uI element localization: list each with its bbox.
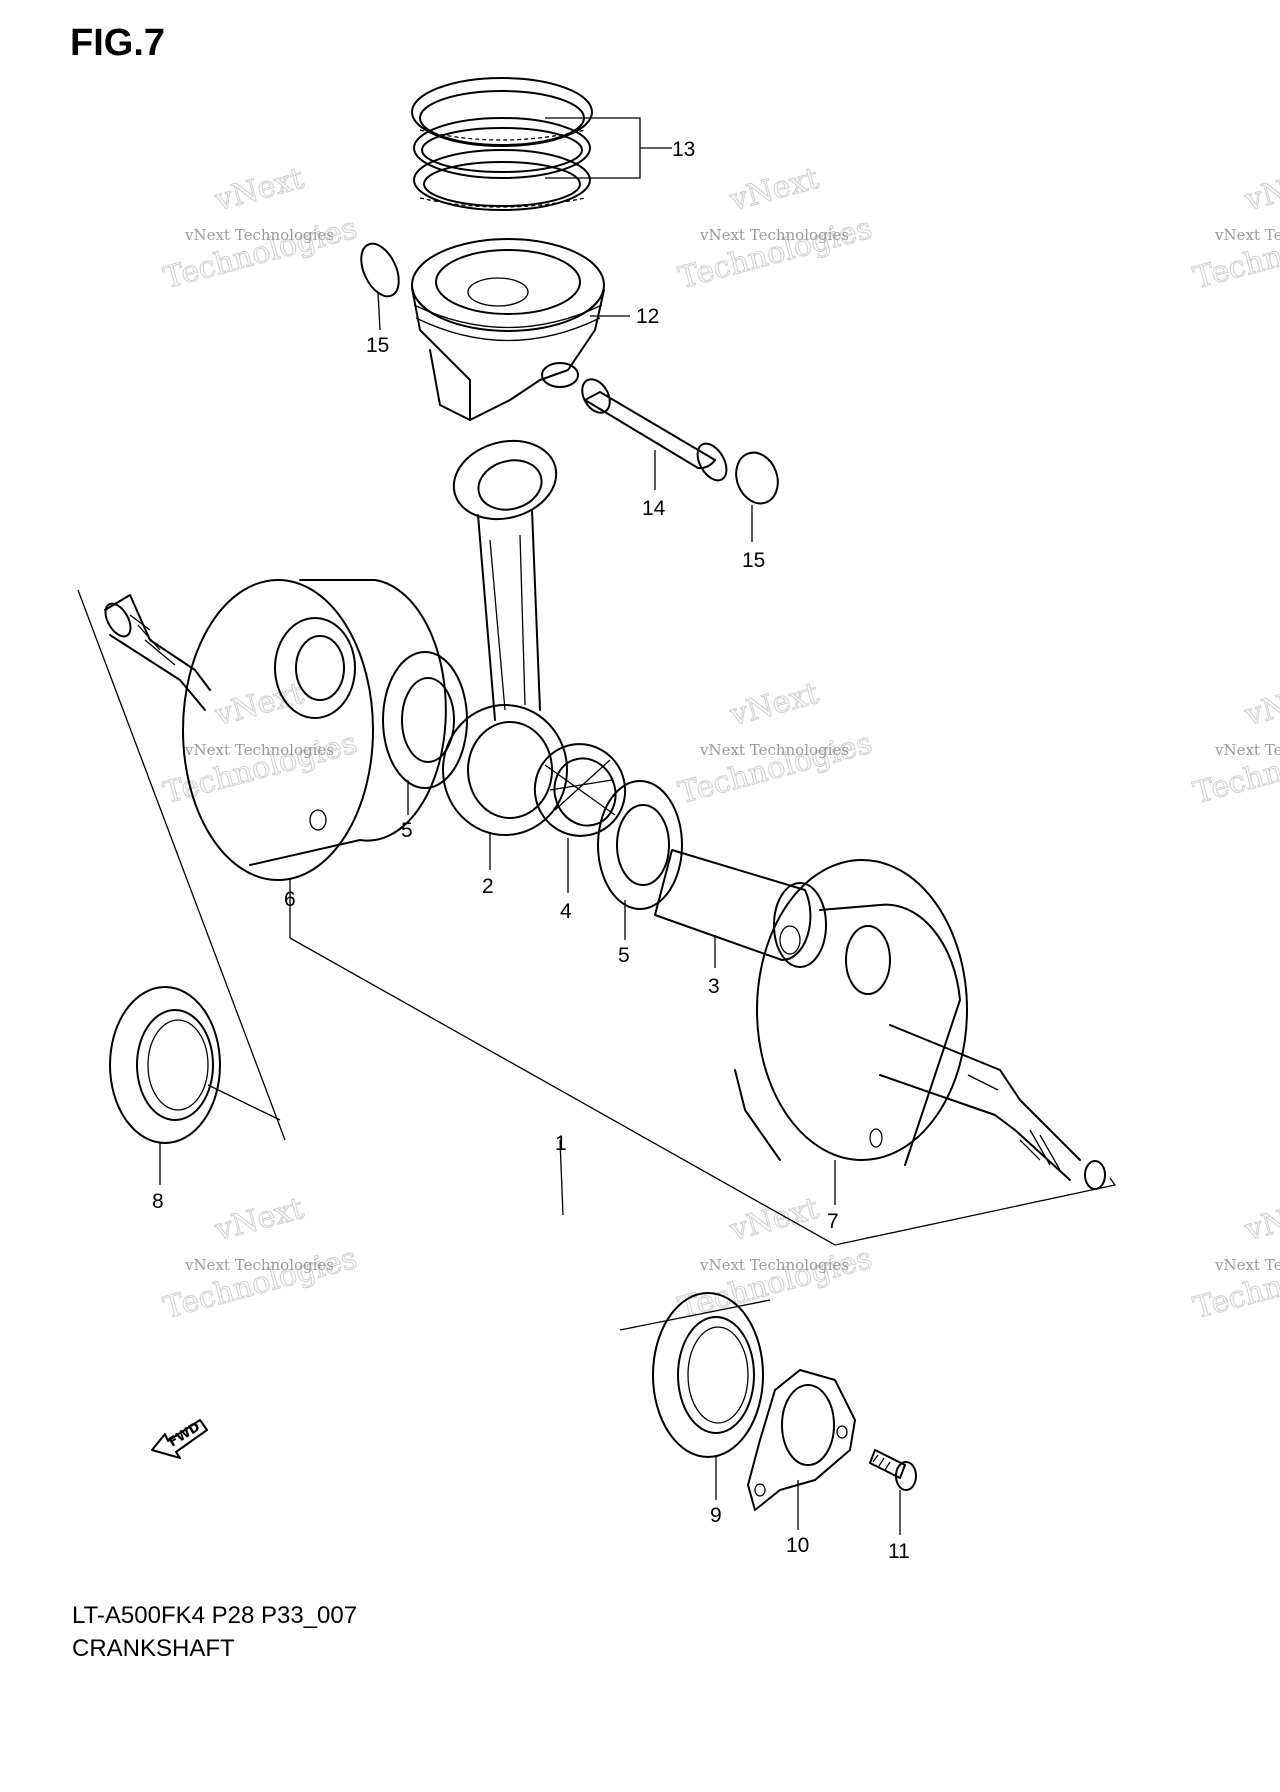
callout-9[interactable]: 9 [710,1504,722,1527]
bearing-retainer[interactable] [747,1369,856,1511]
callout-5-left[interactable]: 5 [401,819,413,842]
watermark-big-bottom-2: Technologies [675,211,876,296]
watermark-big-bottom-7: Technologies [160,1241,361,1326]
watermark-small-8: vNext Technologies [699,1256,849,1274]
assembly-bracket [77,589,1117,1331]
thrust-washer-right[interactable] [597,780,683,910]
callout-7[interactable]: 7 [827,1210,839,1233]
watermark-big-top-6: vNext [1241,676,1280,733]
callout-14[interactable]: 14 [642,497,666,520]
callout-11[interactable]: 11 [888,1540,910,1563]
callout-15-left[interactable]: 15 [366,334,389,357]
crankshaft-left[interactable] [100,579,447,881]
watermark-big-bottom-3: Technologies [1190,211,1280,296]
watermark-small-5: vNext Technologies [699,741,849,759]
connecting-rod[interactable] [442,430,568,836]
watermark-small-4: vNext Technologies [184,741,334,759]
figure-title: FIG.7 [70,22,166,64]
callout-13[interactable]: 13 [672,138,695,161]
piston-pin[interactable] [577,374,733,485]
leader-lines [159,117,901,1535]
piston-rings[interactable] [411,77,593,211]
thrust-washer-left[interactable] [382,651,468,789]
watermark-small-1: vNext Technologies [184,226,334,244]
callout-1[interactable]: 1 [555,1132,567,1155]
callout-6[interactable]: 6 [284,888,296,911]
piston-pin-circlips[interactable] [354,238,785,509]
forward-direction-indicator: FWD [151,1419,208,1459]
watermark-big-bottom-6: Technologies [1190,726,1280,811]
watermark-small-2: vNext Technologies [699,226,849,244]
callout-10[interactable]: 10 [786,1534,809,1557]
watermark-big-top-8: vNext [726,1191,823,1248]
watermark-big-bottom-9: Technologies [1190,1241,1280,1326]
watermark-big-top-5: vNext [726,676,823,733]
callout-15-right[interactable]: 15 [742,549,765,572]
watermark-big-top-4: vNext [211,676,308,733]
watermark-big-bottom-5: Technologies [675,726,876,811]
watermark-small-3: vNext Technologies [1214,226,1280,244]
callout-4[interactable]: 4 [560,900,572,923]
diagram-code: LT-A500FK4 P28 P33_007 [72,1602,358,1629]
watermark-small-6: vNext Technologies [1214,741,1280,759]
watermark-big-bottom-1: Technologies [160,211,361,296]
watermark-big-top-3: vNext [1241,161,1280,218]
callout-2[interactable]: 2 [482,875,494,898]
diagram-subtitle: CRANKSHAFT [72,1635,235,1657]
watermark-big-top-1: vNext [211,161,308,218]
watermark-big-bottom-4: Technologies [160,726,361,811]
callout-12[interactable]: 12 [636,305,659,328]
retainer-screw[interactable] [869,1449,917,1491]
watermark-small-9: vNext Technologies [1214,1256,1280,1274]
piston[interactable] [411,238,605,421]
crank-pin[interactable] [654,849,827,968]
callout-5-right[interactable]: 5 [618,944,630,967]
crankshaft-bearing-right[interactable] [652,1292,764,1458]
crankshaft-bearing-left[interactable] [109,986,221,1144]
watermark-big-top-9: vNext [1241,1191,1280,1248]
callout-8[interactable]: 8 [152,1190,164,1213]
watermark-big-top-2: vNext [726,161,823,218]
watermark-big-top-7: vNext [211,1191,308,1248]
callout-labels: 13 12 15 14 15 5 2 4 5 3 6 1 8 7 9 10 11 [152,138,910,1563]
crankshaft-right[interactable] [734,859,1106,1190]
watermark-small-7: vNext Technologies [184,1256,334,1274]
callout-3[interactable]: 3 [708,975,720,998]
needle-bearing[interactable] [522,731,638,848]
